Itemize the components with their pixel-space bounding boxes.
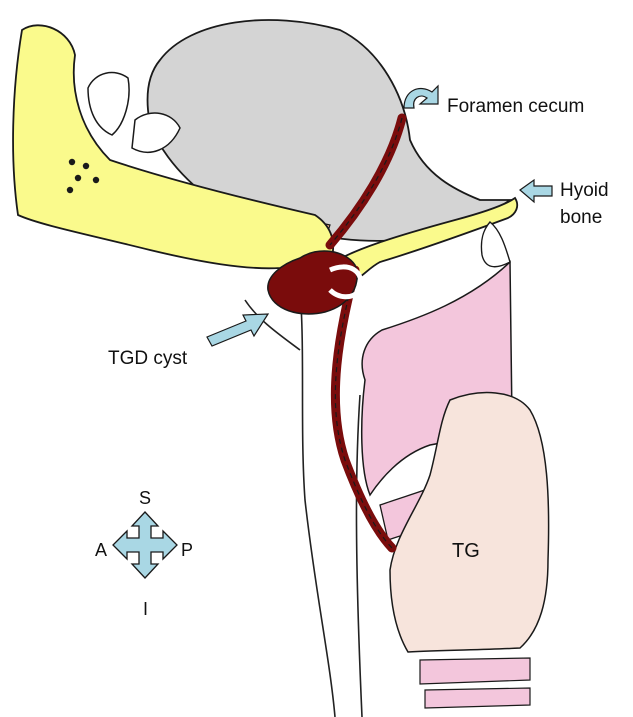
- trachea-ring-2: [425, 688, 530, 708]
- bone-dot-4: [93, 177, 99, 183]
- label-hyoid: Hyoid: [560, 180, 609, 202]
- direction-posterior: P: [181, 539, 193, 561]
- tgd-cyst-arrow: [207, 314, 268, 346]
- direction-inferior: I: [143, 598, 148, 620]
- label-tgd-cyst: TGD cyst: [108, 348, 187, 370]
- direction-anterior: A: [95, 539, 107, 561]
- tooth: [88, 73, 129, 135]
- epiglottis: [481, 222, 510, 267]
- bone-dot-3: [75, 175, 81, 181]
- pharynx-outline: [245, 290, 362, 717]
- label-hyoid-bone: bone: [560, 207, 602, 229]
- bone-dot-1: [69, 159, 75, 165]
- bone-dot-2: [83, 163, 89, 169]
- label-foramen-cecum: Foramen cecum: [447, 96, 584, 118]
- label-tg: TG: [452, 540, 480, 562]
- foramen-cecum-arrow: [404, 86, 438, 108]
- compass-arrow-icon: [113, 512, 177, 578]
- hyoid-arrow: [520, 180, 552, 202]
- direction-superior: S: [139, 487, 151, 509]
- trachea-ring-1: [420, 658, 530, 684]
- bone-dot-5: [67, 187, 73, 193]
